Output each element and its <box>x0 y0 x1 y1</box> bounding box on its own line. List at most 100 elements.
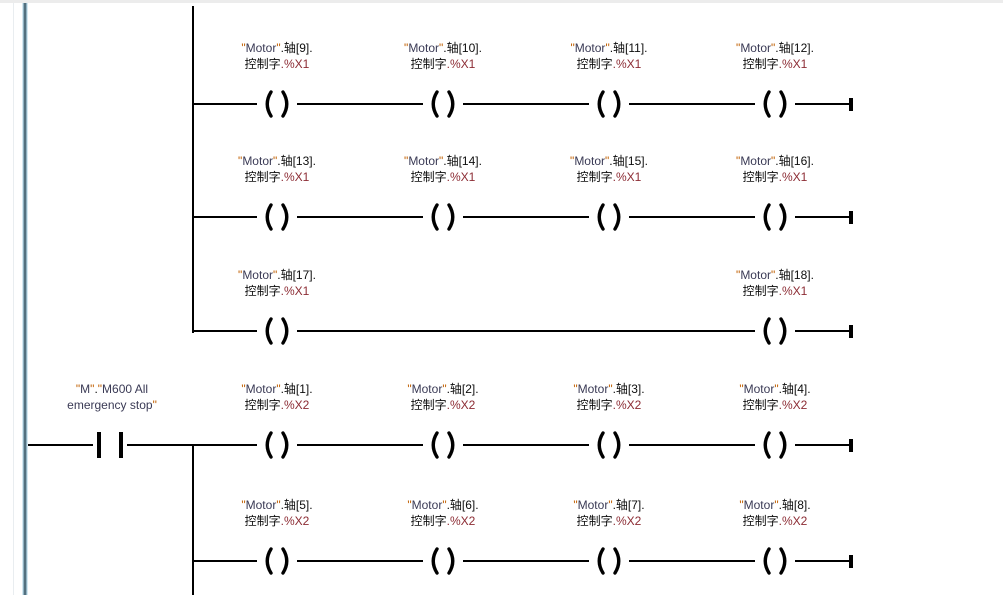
operand-text-part: 控制字 <box>576 57 613 71</box>
operand-line1: "Motor".轴[8]. <box>695 497 855 513</box>
operand-text-part: 控制字 <box>576 170 613 184</box>
operand-text-part: .轴[1]. <box>280 382 313 396</box>
operand-text-part: 控制字 <box>244 514 281 528</box>
coil-symbol[interactable] <box>423 89 463 119</box>
operand-text-part: 控制字 <box>410 170 447 184</box>
operand-text-part: " <box>736 154 741 168</box>
operand-text-part: .%X2 <box>280 398 310 412</box>
operand-text-part: " <box>97 382 103 396</box>
coil-symbol[interactable] <box>755 546 795 576</box>
rail-end-tick <box>849 98 853 111</box>
operand-label[interactable]: "Motor".轴[18].控制字.%X1 <box>695 267 855 299</box>
operand-label[interactable]: "Motor".轴[15].控制字.%X1 <box>529 153 689 185</box>
rail-end-tick <box>849 555 853 568</box>
operand-label[interactable]: "Motor".轴[8].控制字.%X2 <box>695 497 855 529</box>
coil-parentheses-icon <box>597 431 621 459</box>
operand-line1: "Motor".轴[12]. <box>695 40 855 56</box>
operand-text-part: " <box>573 498 578 512</box>
operand-label[interactable]: "Motor".轴[1].控制字.%X2 <box>197 381 357 413</box>
operand-line2: 控制字.%X2 <box>197 513 357 529</box>
operand-label[interactable]: "Motor".轴[14].控制字.%X1 <box>363 153 523 185</box>
operand-label[interactable]: "Motor".轴[12].控制字.%X1 <box>695 40 855 72</box>
operand-label[interactable]: "Motor".轴[5].控制字.%X2 <box>197 497 357 529</box>
coil-symbol[interactable] <box>257 89 297 119</box>
operand-label[interactable]: "Motor".轴[11].控制字.%X1 <box>529 40 689 72</box>
operand-text-part: .轴[16]. <box>775 154 814 168</box>
coil-parentheses-icon <box>597 203 621 231</box>
operand-line2: 控制字.%X1 <box>197 56 357 72</box>
margin-guide-line <box>13 3 14 595</box>
operand-text-part: " <box>407 382 412 396</box>
operand-text-part: .轴[17]. <box>277 268 316 282</box>
operand-text-part: Motor <box>574 41 606 55</box>
coil-symbol[interactable] <box>423 430 463 460</box>
coil-symbol[interactable] <box>257 546 297 576</box>
operand-line1: "Motor".轴[16]. <box>695 153 855 169</box>
operand-line1: "Motor".轴[9]. <box>197 40 357 56</box>
contact-symbol[interactable] <box>93 430 127 460</box>
coil-symbol[interactable] <box>589 430 629 460</box>
coil-symbol[interactable] <box>423 202 463 232</box>
contact-bars-icon <box>97 432 123 458</box>
coil-symbol[interactable] <box>589 202 629 232</box>
operand-label[interactable]: "Motor".轴[16].控制字.%X1 <box>695 153 855 185</box>
operand-label[interactable]: "Motor".轴[17].控制字.%X1 <box>197 267 357 299</box>
coil-symbol[interactable] <box>755 316 795 346</box>
operand-text-part: 控制字 <box>742 514 779 528</box>
coil-parentheses-icon <box>597 547 621 575</box>
operand-text-part: " <box>276 498 281 512</box>
operand-text-part: 控制字 <box>410 57 447 71</box>
operand-text-part: .%X1 <box>778 284 808 298</box>
coil-symbol[interactable] <box>755 89 795 119</box>
operand-label[interactable]: "Motor".轴[9].控制字.%X1 <box>197 40 357 72</box>
operand-label[interactable]: "Motor".轴[10].控制字.%X1 <box>363 40 523 72</box>
operand-text-part: " <box>442 382 447 396</box>
power-rail <box>22 3 28 595</box>
operand-text-part: Motor <box>743 498 775 512</box>
operand-text-part: " <box>573 382 578 396</box>
operand-text-part: .轴[8]. <box>778 498 811 512</box>
operand-text-part: " <box>771 41 776 55</box>
operand-text-part: " <box>90 382 95 396</box>
coil-symbol[interactable] <box>257 202 297 232</box>
operand-text-part: .%X2 <box>446 398 476 412</box>
operand-text-part: .轴[14]. <box>443 154 482 168</box>
coil-parentheses-icon <box>431 203 455 231</box>
operand-text-part: Motor <box>743 382 775 396</box>
operand-label[interactable]: "Motor".轴[2].控制字.%X2 <box>363 381 523 413</box>
coil-parentheses-icon <box>763 90 787 118</box>
coil-symbol[interactable] <box>589 89 629 119</box>
operand-line1: "Motor".轴[15]. <box>529 153 689 169</box>
operand-text-part: 控制字 <box>244 57 281 71</box>
coil-symbol[interactable] <box>257 316 297 346</box>
operand-text-part: " <box>605 41 610 55</box>
operand-text-part: .%X1 <box>280 284 310 298</box>
coil-symbol[interactable] <box>257 430 297 460</box>
operand-text-part: .轴[9]. <box>280 41 313 55</box>
coil-symbol[interactable] <box>589 546 629 576</box>
operand-label[interactable]: "Motor".轴[13].控制字.%X1 <box>197 153 357 185</box>
operand-line2: 控制字.%X1 <box>529 169 689 185</box>
operand-text-part: .轴[3]. <box>612 382 645 396</box>
operand-text-part: 控制字 <box>576 514 613 528</box>
operand-text-part: " <box>404 154 409 168</box>
operand-line1: "Motor".轴[2]. <box>363 381 523 397</box>
coil-symbol[interactable] <box>755 430 795 460</box>
operand-label[interactable]: "Motor".轴[7].控制字.%X2 <box>529 497 689 529</box>
operand-line1: "Motor".轴[18]. <box>695 267 855 283</box>
rail-end-tick <box>849 325 853 338</box>
operand-label[interactable]: "Motor".轴[6].控制字.%X2 <box>363 497 523 529</box>
operand-text-part: M <box>80 382 91 396</box>
operand-text-part: " <box>152 398 157 412</box>
operand-text-part: .轴[7]. <box>612 498 645 512</box>
operand-text-part: " <box>273 154 278 168</box>
operand-text-part: .轴[15]. <box>609 154 648 168</box>
operand-label[interactable]: "Motor".轴[3].控制字.%X2 <box>529 381 689 413</box>
operand-line1: "Motor".轴[1]. <box>197 381 357 397</box>
operand-text-part: 控制字 <box>742 170 779 184</box>
operand-text-part: Motor <box>242 268 273 282</box>
coil-symbol[interactable] <box>755 202 795 232</box>
coil-symbol[interactable] <box>423 546 463 576</box>
operand-label[interactable]: "Motor".轴[4].控制字.%X2 <box>695 381 855 413</box>
